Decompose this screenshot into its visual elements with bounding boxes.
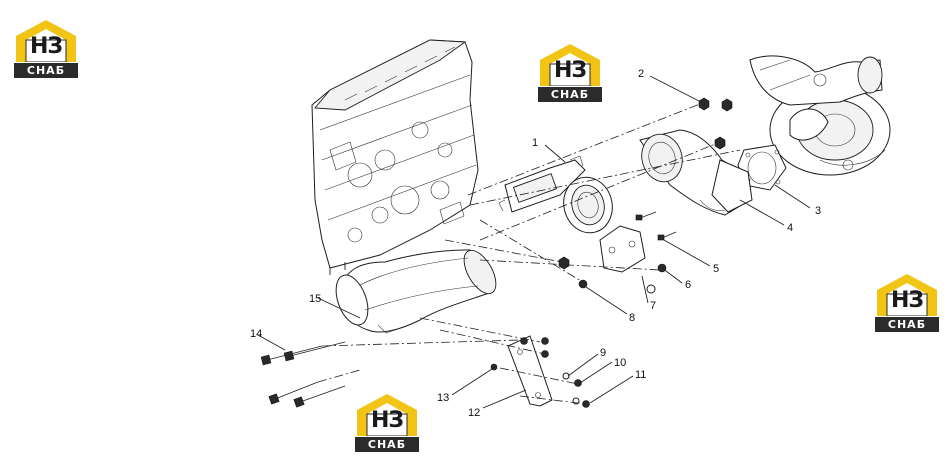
callout-15: 15: [309, 293, 321, 305]
callout-8: 8: [629, 312, 635, 324]
adapter-4: [639, 129, 753, 216]
nz-snab-logo: НЗ СНАБ: [14, 18, 78, 80]
nz-snab-logo: НЗ СНАБ: [355, 392, 419, 454]
logo-mark: НЗ: [553, 58, 587, 83]
logo-band: СНАБ: [875, 317, 939, 332]
logo-mark: НЗ: [890, 288, 924, 313]
nz-snab-logo: НЗ СНАБ: [875, 272, 939, 334]
callout-6: 6: [685, 279, 691, 291]
logo-band: СНАБ: [538, 87, 602, 102]
callout-14: 14: [250, 328, 262, 340]
bracket-7: [599, 225, 646, 273]
logo-house-icon: [877, 274, 937, 316]
callout-10: 10: [614, 357, 626, 369]
callout-13: 13: [437, 392, 449, 404]
callout-5: 5: [713, 263, 719, 275]
logo-band: СНАБ: [14, 63, 78, 78]
engine-block: [311, 39, 479, 275]
logo-house-icon: [357, 394, 417, 436]
logo-house-icon: [16, 20, 76, 62]
callout-9: 9: [600, 347, 606, 359]
logo-band: СНАБ: [355, 437, 419, 452]
nz-snab-logo: НЗ СНАБ: [538, 42, 602, 104]
exhaust-elbow-15: [335, 249, 497, 334]
callout-1: 1: [532, 137, 538, 149]
logo-house-icon: [540, 44, 600, 86]
callout-labels: 1 2 3 4 5 6 7 8 9 10 11 12 13 14 15: [250, 68, 821, 419]
callout-11: 11: [635, 369, 646, 381]
callout-4: 4: [787, 222, 793, 234]
callout-12: 12: [468, 407, 480, 419]
logo-mark: НЗ: [29, 34, 63, 59]
turbocharger: [749, 55, 891, 176]
logo-mark: НЗ: [370, 408, 404, 433]
gasket-3: [737, 144, 787, 191]
callout-3: 3: [815, 205, 821, 217]
callout-2: 2: [638, 68, 644, 80]
assembly-centerlines: [317, 103, 741, 405]
bracket-plate-12: [507, 335, 553, 407]
leader-lines: [257, 75, 811, 409]
callout-7: 7: [650, 300, 656, 312]
exhaust-brake-valve-1: [498, 155, 613, 234]
